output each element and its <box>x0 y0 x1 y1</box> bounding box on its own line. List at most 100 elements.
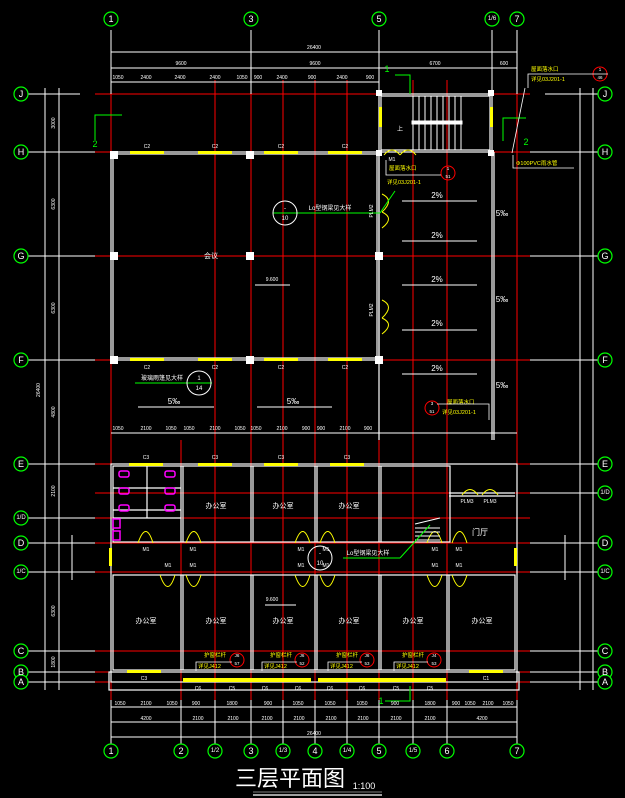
dim-left-segment: 2100 <box>51 485 57 496</box>
elevation-mark-office: 9.600 <box>266 597 279 603</box>
axis-label-bottom: 6 <box>444 746 449 756</box>
dim-top-segment: 9600 <box>309 61 320 67</box>
window-code: C3 <box>212 455 219 461</box>
dim-bottom-segment: 2100 <box>192 716 203 722</box>
window-code: C2 <box>342 365 349 371</box>
note-drain: 屋面落水口 <box>389 164 417 172</box>
dim-mid: 1050 <box>165 426 176 432</box>
dim-top-segment: 6700 <box>429 61 440 67</box>
axis-label-right: G <box>601 251 608 261</box>
door-code: M1 <box>456 547 463 553</box>
callout-bottom: 14 <box>196 386 203 392</box>
door-code: M1 <box>298 547 305 553</box>
dim-top-detail: 900 <box>254 75 263 81</box>
axis-label-bottom: 1 <box>108 746 113 756</box>
door-code: PLM2 <box>369 303 375 316</box>
note-rain-pipe: Φ100PVC雨水管 <box>516 159 558 167</box>
axis-label-top: 3 <box>248 14 253 24</box>
dim-bottom-detail: 1050 <box>324 701 335 707</box>
note-drain-ref: 详见03J201-1 <box>387 178 421 186</box>
window-code: C2 <box>212 365 219 371</box>
callout-bottom: 51 <box>445 174 451 179</box>
axis-label-right: A <box>602 677 608 687</box>
stair-up-label: 上 <box>397 125 403 133</box>
dim-bottom-segment: 2100 <box>325 716 336 722</box>
axis-bubble-top-1 <box>103 11 119 27</box>
callout-top: 3 <box>431 401 434 406</box>
window-code: C5 <box>393 686 400 692</box>
slope-label: 5‰ <box>496 209 508 218</box>
axis-label-top: 7 <box>514 14 519 24</box>
axis-label-left: E <box>18 459 24 469</box>
callout-top: - <box>284 206 286 212</box>
section-mark: 1 <box>378 696 383 706</box>
dim-mid: 2100 <box>209 426 220 432</box>
callout-bottom: 52 <box>299 661 305 666</box>
axis-label-bottom: 1/3 <box>279 748 288 754</box>
axis-label-right: E <box>602 459 608 469</box>
room-label-office: 办公室 <box>273 616 294 625</box>
dim-bottom-detail: 900 <box>391 701 400 707</box>
slope-label: 2% <box>431 231 443 240</box>
room-label-office: 办公室 <box>339 501 360 510</box>
window-code: C3 <box>143 455 150 461</box>
door-code: M1 <box>190 547 197 553</box>
axis-bubbles <box>13 11 613 759</box>
note-railing: 护窗栏杆 <box>204 651 227 659</box>
axis-label-left: G <box>17 251 24 261</box>
dim-bottom-total: 26400 <box>307 731 321 737</box>
window-code: C6 <box>327 686 334 692</box>
axis-label-bottom: 1/4 <box>343 748 352 754</box>
room-label-hall: 门厅 <box>472 527 488 537</box>
room-label-office: 办公室 <box>403 616 424 625</box>
callout-bottom: 10 <box>282 216 289 222</box>
window-code: C2 <box>278 144 285 150</box>
dim-top-detail: 2400 <box>336 75 347 81</box>
room-label-meeting: 会议 <box>204 251 218 260</box>
window-code: C5 <box>229 686 236 692</box>
dim-top-detail: 1050 <box>236 75 247 81</box>
dim-bottom-detail: 1050 <box>292 701 303 707</box>
axis-label-left: B <box>18 667 24 677</box>
axis-label-bottom: 3 <box>248 746 253 756</box>
callout-top: J6 <box>365 653 370 658</box>
window-code: C6 <box>262 686 269 692</box>
axis-label-bottom: 5 <box>376 746 381 756</box>
axis-label-left: H <box>18 147 25 157</box>
window-code: C2 <box>144 365 151 371</box>
windows <box>109 107 517 682</box>
note-drain: 屋面落水口 <box>531 65 559 73</box>
callout-bottom: 53 <box>431 661 437 666</box>
dim-mid: 1050 <box>250 426 261 432</box>
dim-bottom-detail: 1050 <box>356 701 367 707</box>
dim-mid: 1050 <box>183 426 194 432</box>
dim-mid: 900 <box>302 426 311 432</box>
dim-bottom-detail: 1800 <box>226 701 237 707</box>
axis-label-left: 1/D <box>16 515 26 521</box>
dim-bottom-detail: 1050 <box>114 701 125 707</box>
callout-top: - <box>319 551 321 557</box>
axis-label-right: J <box>603 89 608 99</box>
callout-top: 1 <box>197 376 201 382</box>
leader-lines <box>94 74 526 702</box>
section-mark: 1 <box>384 64 389 74</box>
door-code: M1 <box>389 157 396 163</box>
slope-label: 2% <box>431 319 443 328</box>
dim-bottom-detail: 1800 <box>424 701 435 707</box>
callout-bottom: 57 <box>234 661 240 666</box>
slope-label: 2% <box>431 364 443 373</box>
room-label-office: 办公室 <box>472 616 493 625</box>
dim-bottom-segment: 2100 <box>293 716 304 722</box>
window-code: C2 <box>144 144 151 150</box>
door-code: M1 <box>143 547 150 553</box>
dim-left-total: 26400 <box>36 383 42 397</box>
window-code: C3 <box>344 455 351 461</box>
note-drain: 屋面落水口 <box>447 398 475 406</box>
section-mark: 2 <box>92 139 97 149</box>
door-code: M1 <box>190 563 197 569</box>
axis-label-left: A <box>18 677 24 687</box>
door-code: PLM3 <box>483 499 496 505</box>
window-code: C2 <box>278 365 285 371</box>
axis-bubble-top-1-6 <box>484 11 500 27</box>
